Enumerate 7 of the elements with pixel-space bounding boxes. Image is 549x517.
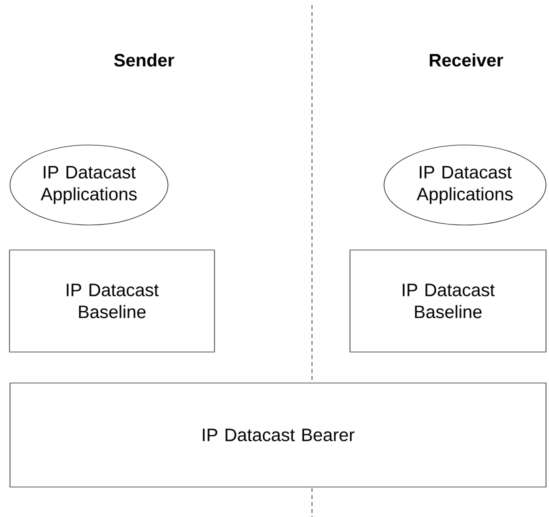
column-heading: Sender bbox=[114, 53, 174, 67]
process-box: IP Datacast Baseline bbox=[350, 250, 546, 352]
column-heading: Receiver bbox=[430, 53, 504, 67]
process-box: IP Datacast Baseline bbox=[9, 250, 215, 352]
ellipse-node: IP Datacast Applications bbox=[384, 144, 546, 226]
ellipse-node: IP Datacast Applications bbox=[10, 144, 168, 226]
process-box: IP Datacast Bearer bbox=[10, 382, 546, 488]
